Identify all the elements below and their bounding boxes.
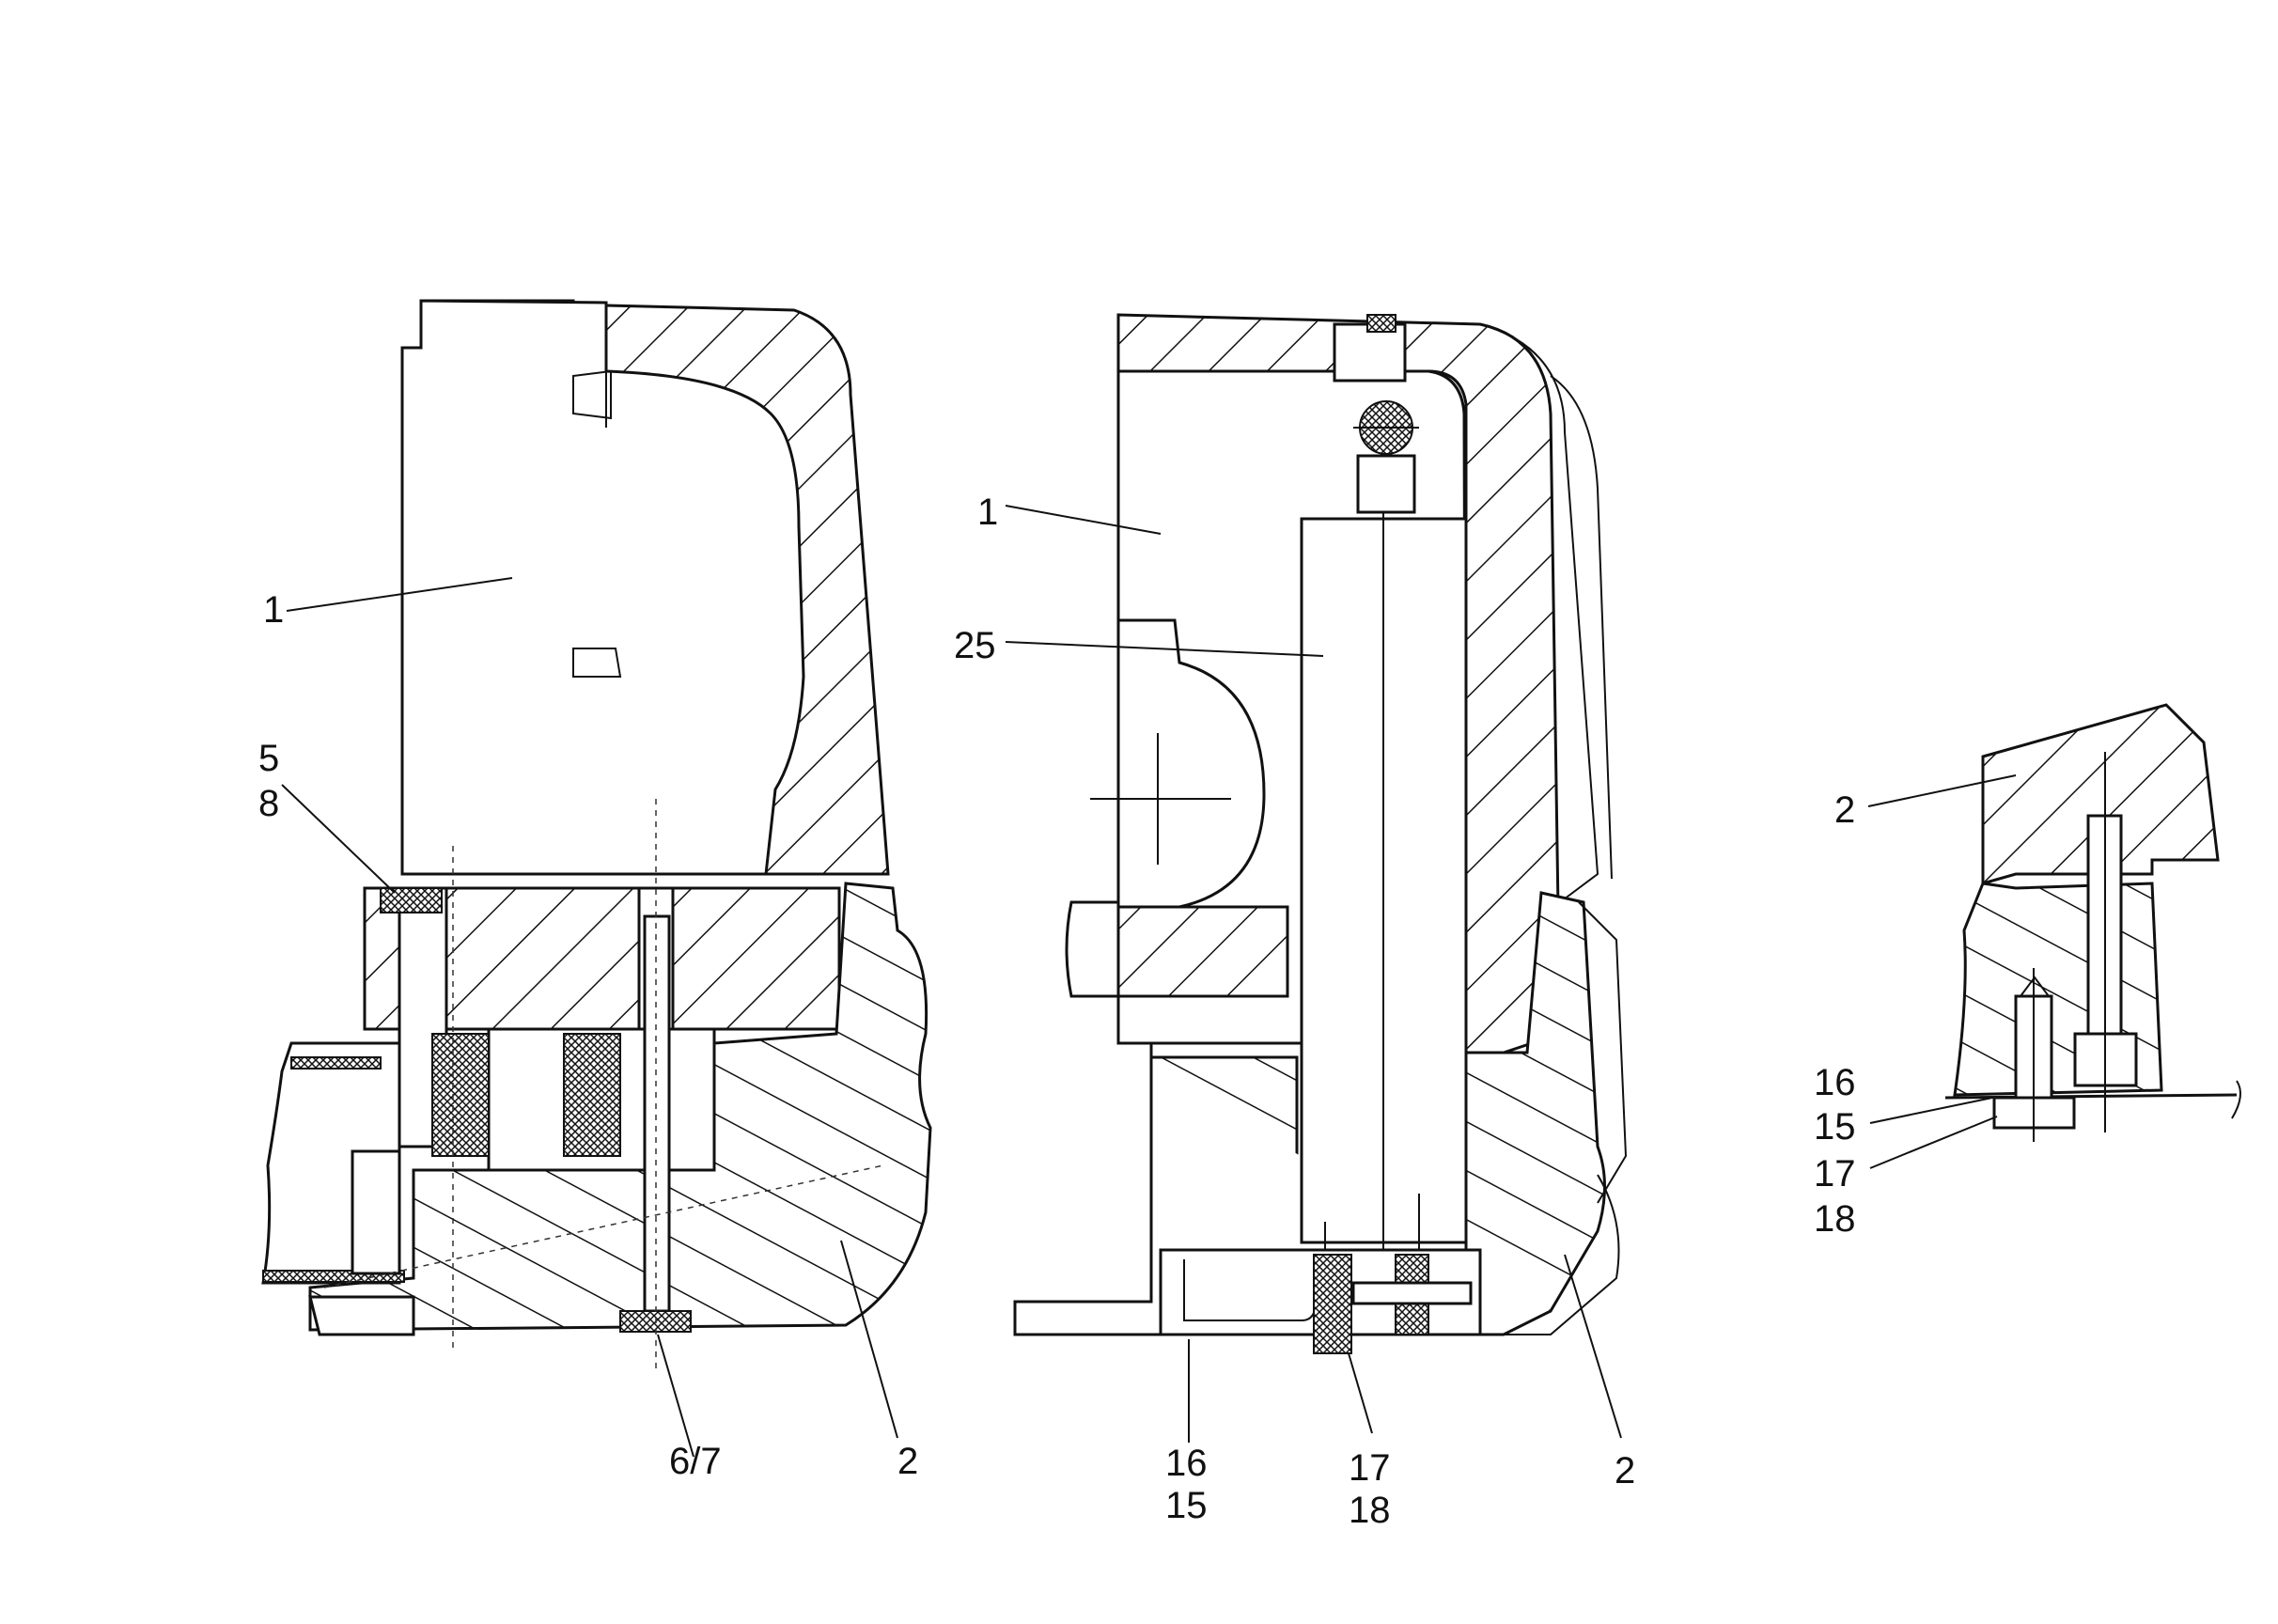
left-label-part-8: 8	[258, 783, 279, 824]
middle-nut-17	[1313, 1254, 1352, 1354]
right-label-part-2: 2	[1834, 789, 1855, 831]
left-bolt-5-8-head	[380, 887, 443, 914]
left-label-part-2: 2	[897, 1441, 918, 1482]
middle-label-part-2: 2	[1615, 1450, 1635, 1491]
left-label-part-6-7: 6/7	[669, 1441, 722, 1482]
middle-support-block	[1116, 905, 1289, 998]
middle-label-part-17: 17	[1349, 1447, 1391, 1489]
left-notch-upper	[572, 369, 612, 420]
middle-label-part-15: 15	[1165, 1485, 1208, 1526]
left-label-part-1: 1	[263, 589, 284, 631]
middle-outer-cover	[1479, 323, 1599, 1034]
right-label-part-15: 15	[1814, 1106, 1856, 1148]
middle-view: 1 25 16 15 17 18 2	[954, 313, 1635, 1531]
middle-label-part-18: 18	[1349, 1490, 1391, 1531]
right-detail-upper-part	[1981, 703, 2220, 885]
middle-semicircle	[1116, 618, 1266, 909]
middle-label-part-16: 16	[1165, 1443, 1208, 1484]
right-label-part-17: 17	[1814, 1153, 1856, 1195]
right-label-part-16: 16	[1814, 1062, 1856, 1103]
middle-label-part-1: 1	[977, 492, 998, 533]
left-label-part-5: 5	[258, 738, 279, 779]
right-label-part-18: 18	[1814, 1198, 1856, 1240]
left-view: 1 5 8 6/7 2	[258, 299, 932, 1482]
left-part-2-base	[308, 882, 932, 1332]
left-part-1-cavity	[400, 299, 805, 876]
right-detail-view: 2 16 15 17 18	[1814, 703, 2241, 1240]
left-bolt-6-7-shank	[643, 914, 671, 1313]
middle-label-part-25: 25	[954, 625, 996, 666]
left-notch-lower	[572, 648, 622, 678]
